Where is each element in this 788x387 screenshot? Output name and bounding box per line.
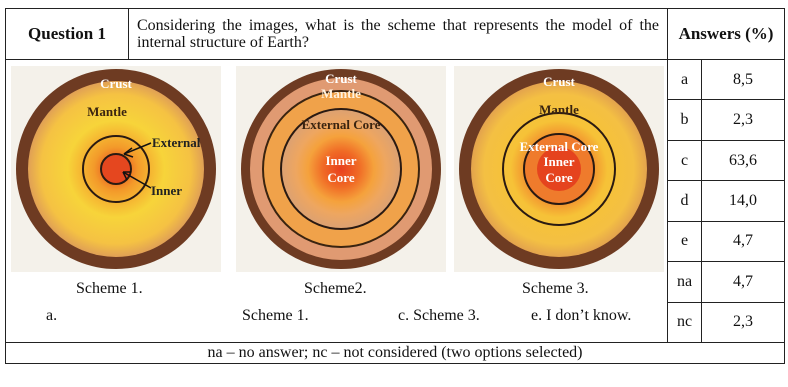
scheme-1-diagram: Crust Mantle External Inner: [11, 66, 221, 272]
answer-option-b: b: [667, 99, 703, 141]
scheme-1-caption: Scheme 1.: [76, 280, 143, 297]
scheme-3-core-label: Core: [545, 170, 572, 185]
question-text: Considering the images, what is the sche…: [127, 8, 669, 60]
scheme-3-figure: Crust Mantle External Core Inner Core: [454, 66, 664, 272]
scheme-1-figure: Crust Mantle External Inner: [11, 66, 221, 272]
question-label: Question 1: [5, 8, 129, 60]
answer-option-c: c: [667, 139, 703, 182]
scheme-1-crust-label: Crust: [100, 76, 132, 91]
option-a: a.: [46, 307, 58, 324]
scheme-2-figure: Crust Mantle External Core Inner Core: [236, 66, 446, 272]
schemes-cell: Crust Mantle External Inner Crust Mantle…: [4, 59, 669, 343]
answer-value-a: 8,5: [701, 58, 786, 101]
scheme-1-inner-label: Inner: [151, 183, 182, 198]
question-table: Question 1 Considering the images, what …: [4, 8, 786, 364]
answer-option-e: e: [667, 220, 703, 263]
scheme-3-caption: Scheme 3.: [522, 280, 589, 297]
answer-value-na: 4,7: [701, 261, 786, 303]
scheme-3-diagram: Crust Mantle External Core Inner Core: [454, 66, 664, 272]
scheme-2-mantle-label: Mantle: [321, 86, 361, 101]
footnote: na – no answer; nc – not considered (two…: [4, 342, 786, 364]
scheme-2-crust-label: Crust: [325, 71, 357, 86]
scheme-3-inner-label: Inner: [543, 154, 574, 169]
option-b: Scheme 1.: [242, 307, 309, 324]
scheme-2-external-label: External Core: [302, 117, 381, 132]
answers-header: Answers (%): [667, 8, 786, 60]
scheme-3-mantle-label: Mantle: [539, 102, 579, 117]
scheme-1-mantle-label: Mantle: [87, 104, 127, 119]
answer-option-a: a: [667, 58, 703, 101]
scheme-3-external-label: External Core: [520, 139, 599, 154]
answer-value-nc: 2,3: [701, 301, 786, 344]
answer-value-e: 4,7: [701, 220, 786, 263]
scheme-1-external-label: External: [152, 135, 201, 150]
option-e: e. I don’t know.: [531, 307, 632, 324]
scheme-2-caption: Scheme2.: [304, 280, 367, 297]
scheme-2-diagram: Crust Mantle External Core Inner Core: [236, 66, 446, 272]
scheme-3-crust-label: Crust: [543, 74, 575, 89]
answer-value-d: 14,0: [701, 180, 786, 222]
answer-value-c: 63,6: [701, 139, 786, 182]
answer-value-b: 2,3: [701, 99, 786, 141]
scheme-2-inner-label: Inner: [325, 153, 356, 168]
answer-option-nc: nc: [667, 301, 703, 344]
answer-option-d: d: [667, 180, 703, 222]
option-c: c. Scheme 3.: [398, 307, 480, 324]
scheme-2-core-label: Core: [327, 170, 354, 185]
answer-option-na: na: [667, 261, 703, 303]
